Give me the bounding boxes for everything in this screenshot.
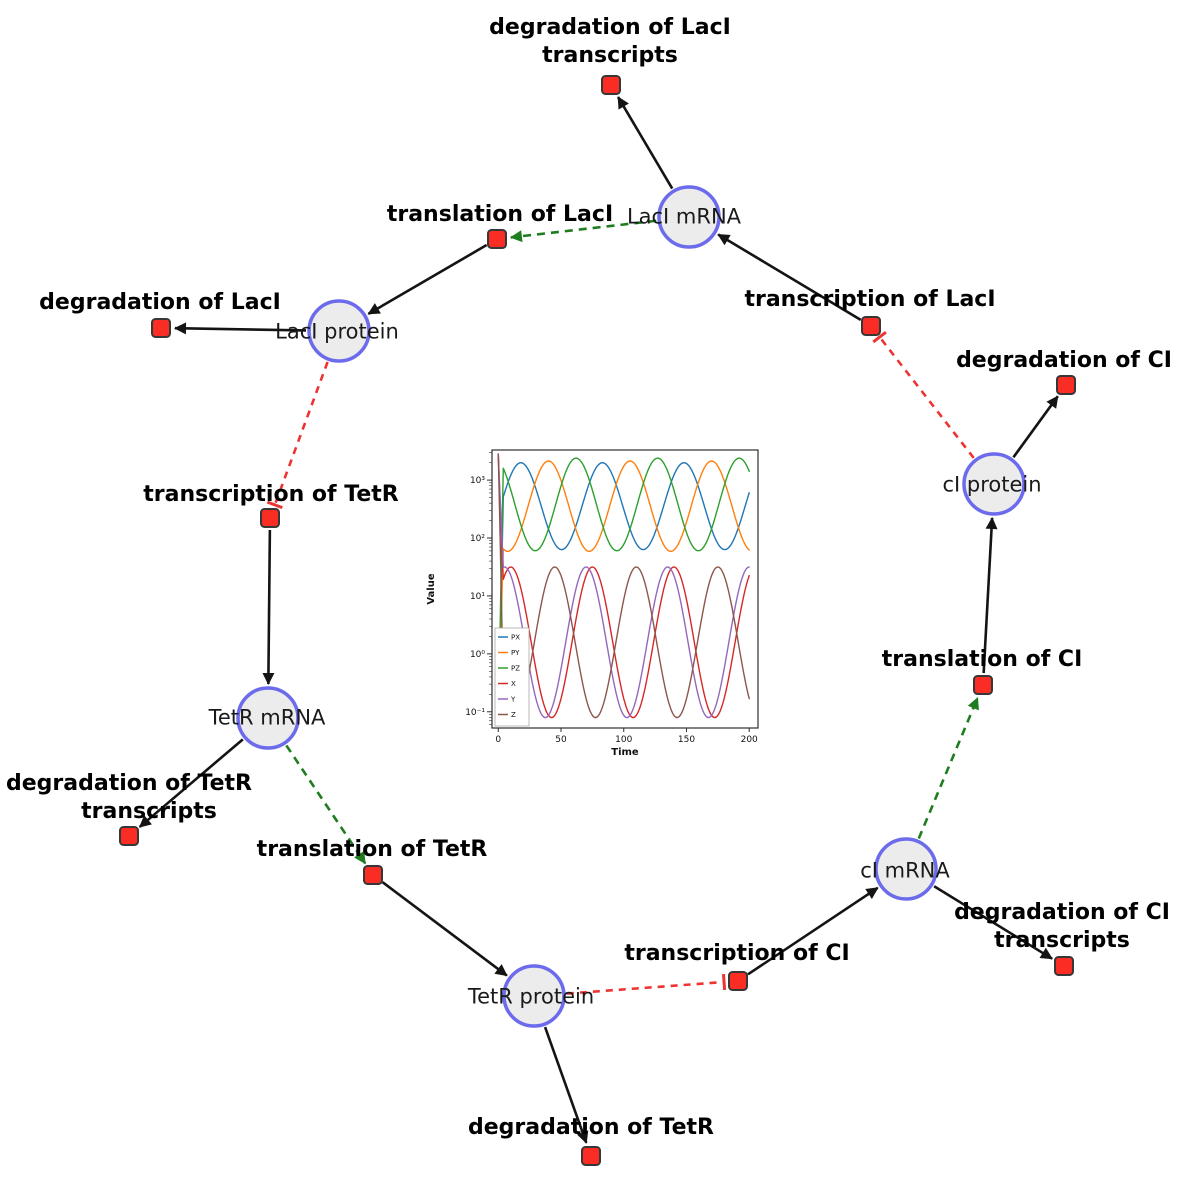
x-tick-label: 0	[495, 735, 501, 745]
reaction-node-degradation_ci	[1056, 375, 1076, 395]
edge-modifier-laci_mrna-to-translation_laci	[509, 219, 657, 243]
reaction-node-translation_laci	[487, 229, 507, 249]
y-tick-label: 10¹	[470, 592, 485, 602]
series-line-PY	[497, 460, 750, 725]
reaction-label-deg_laci_transcripts-line1: degradation of LacI	[489, 15, 731, 40]
edge-product-translation_ci-to-ci_protein	[982, 516, 998, 674]
reaction-node-translation_tetr	[363, 865, 383, 885]
edge-reactant-tetr_mrna-to-deg_tetr_transcripts	[138, 738, 244, 828]
reaction-label-transcription_ci-line1: transcription of CI	[624, 941, 849, 966]
edge-modifier-ci_mrna-to-translation_ci	[917, 696, 979, 840]
edge-reactant-laci_mrna-to-deg_laci_transcripts	[617, 96, 674, 190]
reaction-node-deg_ci_transcripts	[1054, 956, 1074, 976]
x-tick-label: 100	[615, 735, 632, 745]
species-label-tetr_protein: TetR protein	[467, 984, 594, 1008]
y-axis-label: Value	[426, 573, 437, 604]
edge-modifier-tetr_mrna-to-translation_tetr	[285, 744, 367, 865]
series-line-PZ	[497, 457, 750, 725]
reaction-label-degradation_ci-line1: degradation of CI	[956, 348, 1172, 373]
species-node-laci_mrna	[657, 185, 721, 249]
reaction-label-deg_tetr_transcripts-line1: degradation of TetR	[6, 771, 252, 796]
reaction-label-degradation_tetr-line1: degradation of TetR	[468, 1115, 714, 1140]
series-line-Z	[497, 453, 750, 719]
reaction-node-transcription_ci	[728, 971, 748, 991]
species-label-laci_mrna: LacI mRNA	[627, 204, 742, 228]
species-label-laci_protein: LacI protein	[275, 319, 399, 343]
x-tick-label: 150	[678, 735, 695, 745]
reaction-label-translation_laci-line1: translation of LacI	[387, 202, 613, 227]
species-node-laci_protein	[307, 299, 371, 363]
y-tick-label: 10³	[470, 476, 485, 486]
legend-label-Y: Y	[510, 696, 516, 704]
x-tick-label: 50	[555, 735, 567, 745]
node-layer	[119, 75, 1076, 1166]
legend-label-PX: PX	[511, 634, 520, 642]
edge-reactant-ci_protein-to-degradation_ci	[1012, 395, 1059, 459]
edge-layer	[138, 96, 1059, 1144]
species-label-tetr_mrna: TetR mRNA	[208, 705, 326, 729]
series-line-Y	[497, 453, 750, 719]
reaction-node-degradation_tetr	[581, 1146, 601, 1166]
legend-label-X: X	[511, 680, 516, 688]
series-line-PX	[497, 462, 750, 725]
edge-product-translation_tetr-to-tetr_protein	[381, 881, 508, 977]
edge-product-transcription_laci-to-laci_mrna	[717, 233, 862, 321]
y-tick-label: 10⁰	[470, 650, 485, 660]
chart-legend-box	[494, 627, 530, 727]
reaction-label-deg_ci_transcripts-line2: transcripts	[994, 928, 1130, 953]
reaction-label-transcription_tetr-line1: transcription of TetR	[143, 482, 399, 507]
reaction-node-deg_laci_transcripts	[601, 75, 621, 95]
reaction-label-transcription_laci-line1: transcription of LacI	[744, 287, 995, 312]
edge-reactant-laci_protein-to-degradation_laci	[173, 322, 307, 335]
reaction-node-degradation_laci	[151, 318, 171, 338]
reaction-label-deg_laci_transcripts-line2: transcripts	[542, 43, 678, 68]
species-node-ci_mrna	[874, 837, 938, 901]
species-node-tetr_protein	[502, 964, 566, 1028]
reaction-label-degradation_laci-line1: degradation of LacI	[39, 290, 281, 315]
reaction-label-deg_tetr_transcripts-line2: transcripts	[81, 799, 217, 824]
legend-label-PZ: PZ	[511, 665, 520, 673]
reaction-node-translation_ci	[973, 675, 993, 695]
series-line-X	[497, 453, 750, 719]
reaction-label-translation_ci-line1: translation of CI	[882, 647, 1083, 672]
legend-label-PY: PY	[511, 649, 520, 657]
species-node-tetr_mrna	[236, 686, 300, 750]
reaction-label-translation_tetr-line1: translation of TetR	[257, 837, 488, 862]
x-axis-label: Time	[611, 747, 639, 758]
reaction-node-transcription_laci	[861, 316, 881, 336]
chart-axes-box	[491, 449, 759, 729]
legend-label-Z: Z	[511, 711, 516, 719]
x-tick-label: 200	[741, 735, 758, 745]
edge-reactant-tetr_protein-to-degradation_tetr	[543, 1026, 589, 1144]
edge-product-transcription_ci-to-ci_mrna	[747, 886, 879, 976]
y-tick-label: 10⁻¹	[465, 708, 485, 718]
species-label-ci_protein: cI protein	[942, 472, 1041, 496]
edge-inhibition-tetr_protein-to-transcription_ci	[566, 973, 727, 995]
edge-product-translation_laci-to-laci_protein	[367, 243, 488, 316]
y-tick-label: 10²	[470, 534, 485, 544]
edge-reactant-ci_mrna-to-deg_ci_transcripts	[933, 885, 1053, 960]
reaction-node-transcription_tetr	[260, 508, 280, 528]
species-node-ci_protein	[962, 452, 1026, 516]
reaction-label-deg_ci_transcripts-line1: degradation of CI	[954, 900, 1170, 925]
reaction-node-deg_tetr_transcripts	[119, 826, 139, 846]
species-label-ci_mrna: cI mRNA	[860, 858, 950, 882]
edge-product-transcription_tetr-to-tetr_mrna	[262, 529, 275, 686]
